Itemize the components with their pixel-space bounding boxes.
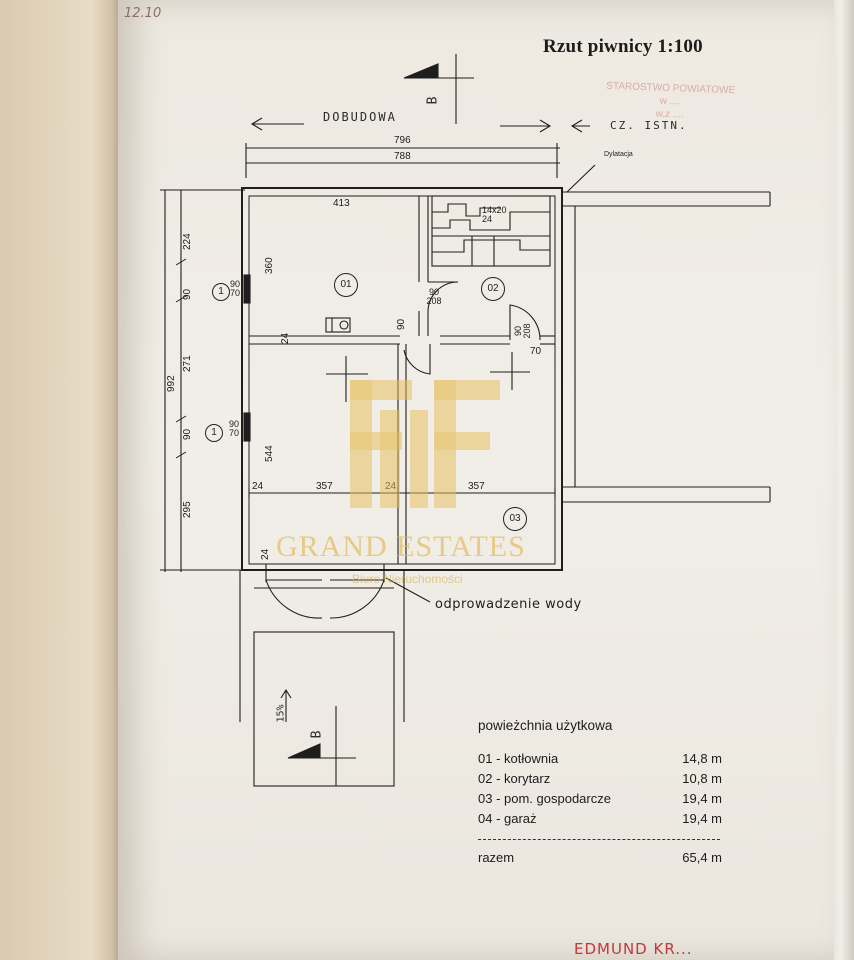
dim-left: 90: [182, 288, 193, 300]
left-page: [0, 0, 130, 960]
area-table: powieżchnia użytkowa 01 - kotłownia 14,8…: [478, 718, 738, 870]
area-total-value: 65,4 m: [682, 850, 722, 865]
area-row-value: 19,4 m: [682, 811, 722, 826]
scrap-note: 12.10: [124, 6, 162, 21]
architect-signature: EDMUND KR...: [574, 940, 693, 958]
grand-estates-logo: [350, 380, 500, 508]
area-total-row: razem 65,4 m: [478, 850, 738, 870]
door-label: 90 208: [513, 320, 532, 342]
window-label: 90 70: [229, 420, 239, 438]
door-height: 208: [522, 323, 532, 339]
area-row-label: 01 - kotłownia: [478, 751, 559, 766]
dim-24: 24: [260, 548, 271, 560]
area-row-value: 10,8 m: [682, 771, 722, 786]
watermark-brand: GRAND ESTATES: [276, 530, 526, 563]
area-row: 02 - korytarz 10,8 m: [478, 771, 738, 791]
area-row-label: 02 - korytarz: [478, 771, 551, 786]
dim-24: 24: [280, 332, 291, 344]
door-width: 90: [428, 287, 439, 297]
dim-left: 224: [182, 233, 193, 250]
dim-90: 90: [396, 318, 407, 330]
area-row-value: 14,8 m: [682, 751, 722, 766]
window-marker: 1: [205, 424, 223, 442]
window-label: 90 70: [230, 280, 240, 298]
area-row-label: 03 - pom. gospodarcze: [478, 791, 611, 806]
room-03-marker: 03: [503, 507, 527, 531]
dim-left: 295: [182, 501, 193, 518]
existing-part-label: CZ. ISTN.: [610, 119, 688, 132]
room-02-marker: 02: [481, 277, 505, 301]
dim-544: 544: [264, 445, 275, 462]
dim-left: 271: [182, 355, 193, 372]
area-row-value: 19,4 m: [682, 791, 722, 806]
dim-360: 360: [264, 257, 275, 274]
area-row: 03 - pom. gospodarcze 19,4 m: [478, 791, 738, 811]
window-width: 90: [229, 419, 240, 429]
door-label: 90 208: [422, 288, 446, 306]
area-table-title: powieżchnia użytkowa: [478, 718, 613, 733]
page-title: Rzut piwnicy 1:100: [543, 36, 703, 57]
section-mark-top: B: [425, 94, 441, 105]
area-total-label: razem: [478, 850, 515, 865]
water-drain-note: odprowadzenie wody: [435, 597, 582, 612]
window-height: 70: [230, 288, 241, 298]
room-01-marker: 01: [334, 273, 358, 297]
dim-left-total: 992: [166, 375, 177, 392]
dim-70: 70: [530, 346, 542, 357]
dim-24: 24: [252, 481, 264, 492]
dim-top-inner: 788: [394, 151, 411, 162]
table-divider: [478, 839, 720, 840]
dim-357: 357: [468, 481, 485, 492]
window-marker: 1: [212, 283, 230, 301]
dim-413: 413: [333, 198, 350, 209]
dim-top-outer: 796: [394, 135, 411, 146]
door-height: 208: [426, 296, 442, 306]
section-mark-bottom: B: [309, 728, 325, 739]
ramp-slope: 15%: [275, 704, 287, 723]
area-row-label: 04 - garaż: [478, 811, 537, 826]
extension-label: DOBUDOWA: [323, 110, 397, 124]
dim-357: 357: [316, 481, 333, 492]
area-row: 01 - kotłownia 14,8 m: [478, 751, 738, 771]
dim-left: 90: [182, 428, 193, 440]
window-width: 90: [230, 279, 241, 289]
area-row: 04 - garaż 19,4 m: [478, 811, 738, 831]
dilatation-label: Dylatacja: [604, 151, 633, 158]
stairs-label: 14x20 24: [482, 205, 507, 224]
document-page: [118, 0, 834, 960]
window-height: 70: [229, 428, 240, 438]
watermark-subtitle: Biuro Nieruchomości: [352, 572, 463, 586]
